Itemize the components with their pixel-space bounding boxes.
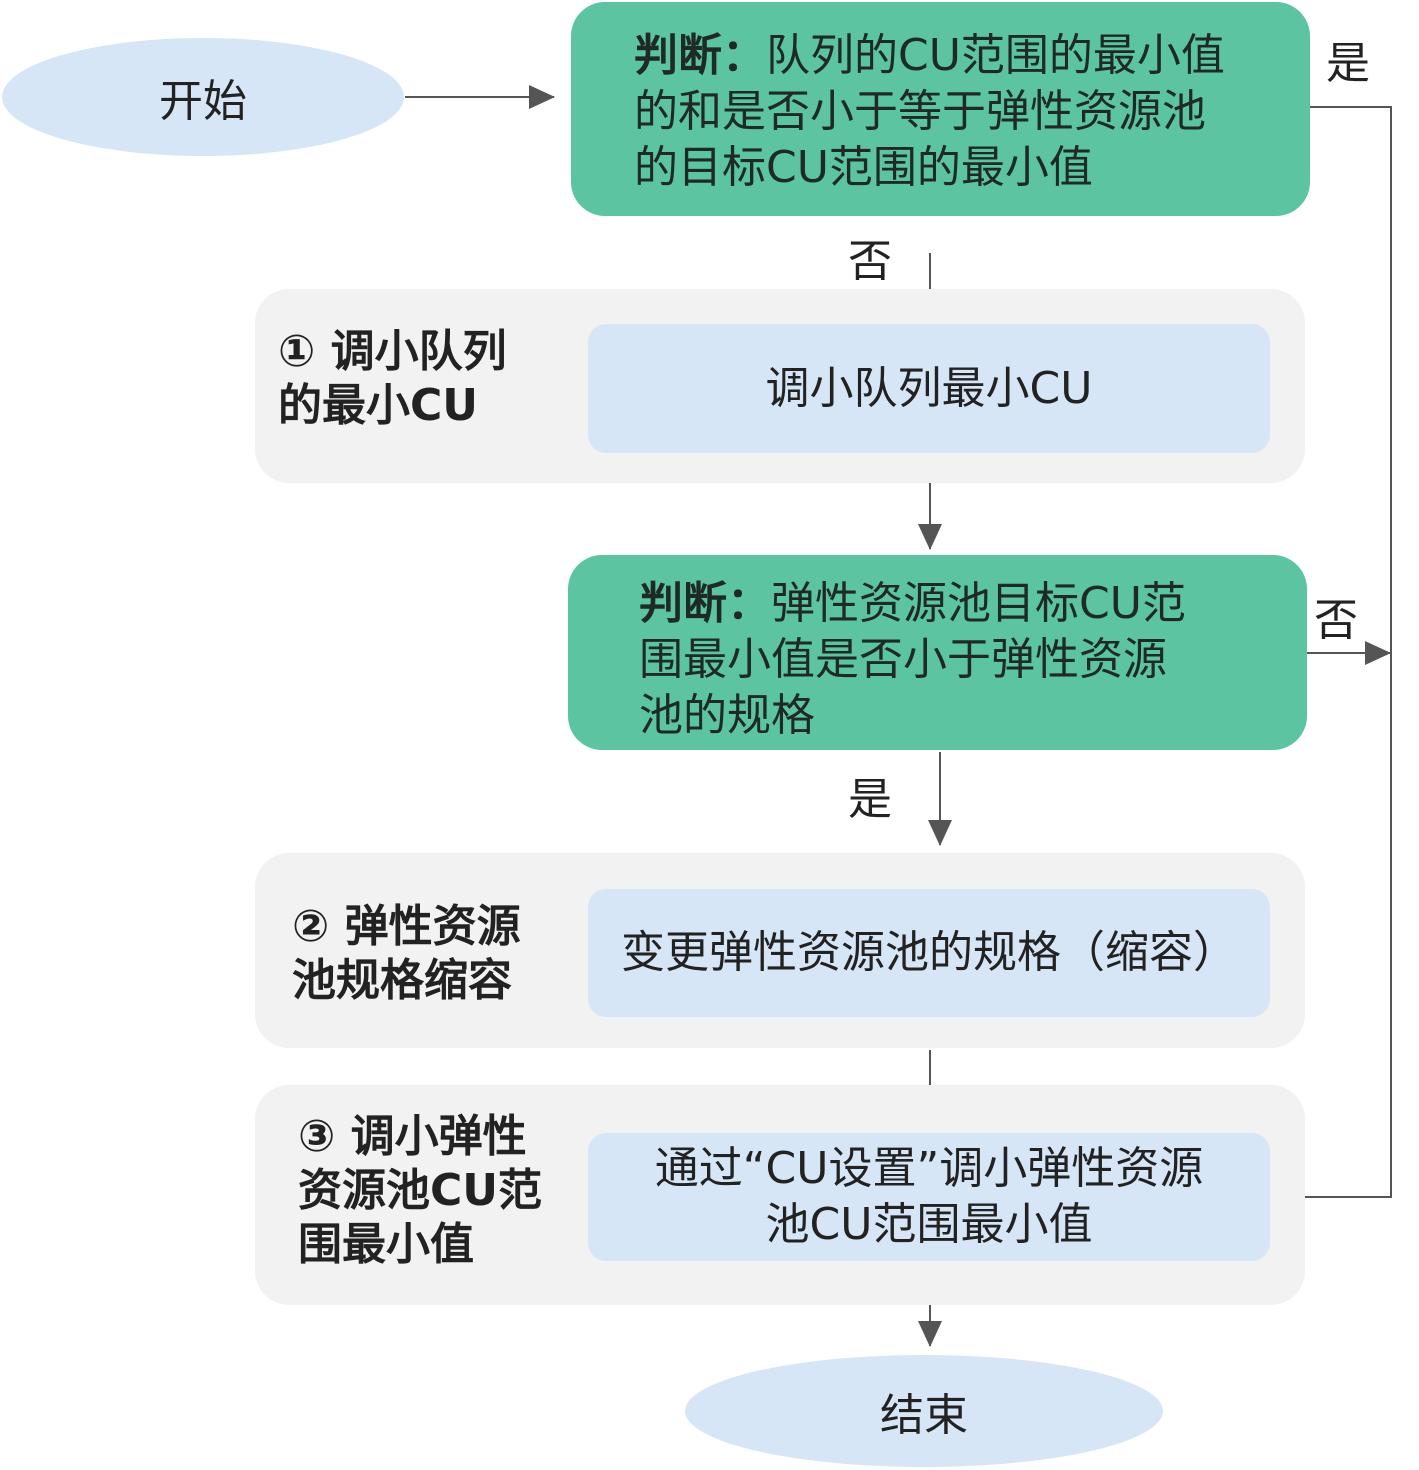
step-1-title: ① 调小队列的最小CU bbox=[278, 326, 507, 431]
edge-label-d2-yes: 是 bbox=[848, 774, 892, 825]
decision-2-question: 弹性资源池目标CU范围最小值是否小于弹性资源池的规格 bbox=[639, 578, 1186, 741]
decision-2-text: 判断：弹性资源池目标CU范围最小值是否小于弹性资源池的规格 bbox=[639, 576, 1209, 744]
step-3-action-label: 通过“CU设置”调小弹性资源池CU范围最小值 bbox=[654, 1143, 1204, 1250]
decision-node-1: 判断：队列的CU范围的最小值的和是否小于等于弹性资源池的目标CU范围的最小值 bbox=[571, 2, 1310, 216]
start-node: 开始 bbox=[2, 38, 404, 156]
step-3-action: 通过“CU设置”调小弹性资源池CU范围最小值 bbox=[588, 1133, 1270, 1261]
decision-2-prefix: 判断： bbox=[639, 578, 771, 629]
arrow-decision1-yes bbox=[1273, 106, 1392, 1209]
edge-label-d1-yes: 是 bbox=[1326, 38, 1370, 89]
step-3-title: ③ 调小弹性资源池CU范围最小值 bbox=[298, 1111, 543, 1270]
decision-node-2: 判断：弹性资源池目标CU范围最小值是否小于弹性资源池的规格 bbox=[568, 555, 1307, 750]
step-2-action: 变更弹性资源池的规格（缩容） bbox=[588, 889, 1270, 1017]
step-2-title: ② 弹性资源池规格缩容 bbox=[292, 901, 521, 1006]
start-label: 开始 bbox=[159, 76, 247, 127]
edge-label-d1-no: 否 bbox=[848, 236, 892, 287]
step-2-action-label: 变更弹性资源池的规格（缩容） bbox=[621, 927, 1237, 978]
step-1-action: 调小队列最小CU bbox=[588, 324, 1270, 453]
decision-1-question: 队列的CU范围的最小值的和是否小于等于弹性资源池的目标CU范围的最小值 bbox=[634, 30, 1225, 193]
end-node: 结束 bbox=[685, 1355, 1163, 1467]
end-label: 结束 bbox=[880, 1390, 968, 1441]
edge-label-d2-no: 否 bbox=[1314, 595, 1358, 646]
decision-1-prefix: 判断： bbox=[634, 30, 766, 81]
decision-1-text: 判断：队列的CU范围的最小值的和是否小于等于弹性资源池的目标CU范围的最小值 bbox=[634, 28, 1244, 196]
step-1-action-label: 调小队列最小CU bbox=[765, 362, 1093, 414]
